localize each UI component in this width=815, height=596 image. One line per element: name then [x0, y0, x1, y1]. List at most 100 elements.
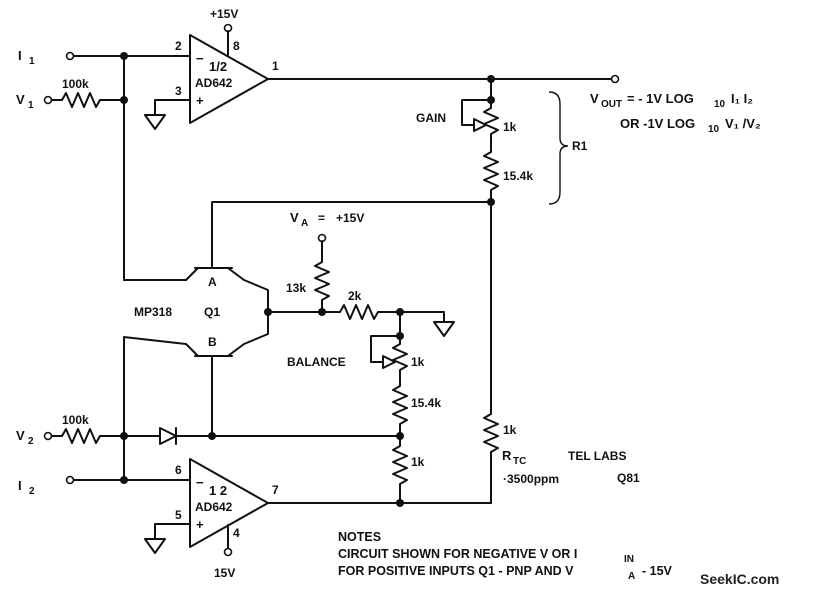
opamp-bottom-pin-inv: 6	[175, 463, 182, 477]
vout-terminal	[610, 74, 620, 84]
transistor-part-label: MP318	[134, 305, 172, 319]
notes-line1: CIRCUIT SHOWN FOR NEGATIVE V OR I	[338, 547, 577, 561]
vout-eq1-tail: I₁ I₂	[731, 91, 753, 106]
opamp-bottom-name: AD642	[195, 500, 233, 514]
resistor-1k-bottom-label: 1k	[411, 455, 425, 469]
wire-to-ground-mid	[399, 311, 445, 323]
input-i1-terminal	[65, 51, 75, 61]
opamp-top-minus: −	[196, 51, 204, 66]
q81-label: Q81	[617, 471, 640, 485]
resistor-1k-bottom	[392, 435, 408, 504]
opamp-bottom-plus: +	[196, 517, 204, 532]
diode	[159, 427, 177, 445]
q1b-emitter	[185, 343, 199, 357]
notes-line2-tail: - 15V	[642, 564, 673, 578]
opamp-bottom: − 1 2 AD642 + 6 5 7 4	[175, 458, 279, 548]
resistor-15k4-balance	[392, 377, 408, 437]
opamp-top-name: AD642	[195, 76, 233, 90]
input-v2-terminal	[43, 431, 53, 441]
supply-bottom-label: 15V	[214, 566, 235, 580]
wire-balance-wiper	[370, 335, 401, 363]
junction-i2	[120, 476, 128, 484]
notes-line1-sub: IN	[624, 554, 634, 565]
resistor-rtc-label: 1k	[503, 423, 517, 437]
opamp-top-part: 1/2	[209, 59, 227, 74]
q1b-collector	[227, 343, 245, 357]
gain-label: GAIN	[416, 111, 446, 125]
supply-top-label: +15V	[210, 7, 238, 21]
r1-label: R1	[572, 139, 588, 153]
vout-eq2-sub: 10	[708, 124, 720, 135]
vout-equation: V OUT = - 1V LOG 10 I₁ I₂ OR -1V LOG 10 …	[590, 91, 761, 135]
opamp-bottom-pin-supply: 4	[233, 526, 240, 540]
notes-line2: FOR POSITIVE INPUTS Q1 - PNP AND V	[338, 564, 574, 578]
notes-line2-sub: A	[628, 571, 635, 582]
tel-labs-label: TEL LABS	[568, 449, 626, 463]
va-eq: =	[318, 211, 325, 225]
resistor-r-in1	[61, 92, 101, 108]
resistor-rtc	[483, 201, 499, 504]
input-i2-sub: 2	[29, 486, 35, 497]
q1a-label: A	[208, 275, 217, 289]
resistor-15k4-top	[483, 141, 499, 203]
vout-v: V	[590, 91, 599, 106]
opamp-top-pin-inv: 2	[175, 39, 182, 53]
transistor-q1b: B	[185, 335, 245, 357]
resistor-balance-pot	[392, 335, 408, 379]
input-i1-sub: 1	[29, 56, 35, 67]
transistor-q1a: A	[185, 265, 245, 289]
resistor-15k4-top-label: 15.4k	[503, 169, 533, 183]
resistor-13k	[314, 240, 330, 313]
resistor-gain-pot	[483, 99, 499, 143]
input-i2-label: I	[18, 478, 22, 493]
gain-wiper-arrow	[473, 118, 487, 132]
q1a-collector	[227, 267, 245, 281]
ground-mid	[433, 321, 455, 337]
opamp-top-triangle	[189, 34, 269, 124]
opamp-bottom-part: 1 2	[209, 483, 227, 498]
input-i1-label: I	[18, 48, 22, 63]
resistor-15k4-balance-label: 15.4k	[411, 396, 441, 410]
q1a-emitter	[185, 267, 199, 281]
opamp-top-pin-supply: 8	[233, 39, 240, 53]
wire-bottom-noninv	[154, 523, 191, 540]
resistor-r-in1-label: 100k	[62, 77, 89, 91]
opamp-top: − 1/2 AD642 + 2 3 1 8	[175, 34, 279, 124]
resistor-r-in2-label: 100k	[62, 413, 89, 427]
input-v1-label: V	[16, 92, 25, 107]
resistor-2k-label: 2k	[348, 289, 362, 303]
vout-eq2: OR -1V LOG	[620, 116, 695, 131]
vout-eq1: = - 1V LOG	[627, 91, 694, 106]
opamp-bottom-minus: −	[196, 475, 204, 490]
input-v2-label: V	[16, 428, 25, 443]
resistor-13k-label: 13k	[286, 281, 306, 295]
opamp-bottom-pin-out: 7	[272, 483, 279, 497]
watermark: SeekIC.com	[700, 571, 779, 587]
opamp-top-pin-noninv: 3	[175, 84, 182, 98]
rtc-label: R	[502, 448, 512, 463]
supply-bottom-terminal	[223, 547, 233, 557]
wire-top-noninv	[154, 99, 191, 116]
rtc-coeff: ·3500ppm	[503, 472, 559, 486]
va-name: V	[290, 210, 299, 225]
transistor-ref-label: Q1	[204, 305, 220, 319]
ground-bottom-opamp	[144, 538, 166, 554]
opamp-top-plus: +	[196, 93, 204, 108]
q1b-label: B	[208, 335, 217, 349]
opamp-top-pin-out: 1	[272, 59, 279, 73]
notes-title: NOTES	[338, 530, 381, 544]
wire-q1b-emitter-top	[123, 336, 187, 421]
vout-eq1-sub: 10	[714, 99, 726, 110]
wire-gain-wiper	[461, 99, 492, 126]
vout-eq2-tail: V₁ /V₂	[725, 116, 761, 131]
resistor-2k	[321, 304, 401, 320]
resistor-balance-label: 1k	[411, 355, 425, 369]
junction-diode	[208, 432, 216, 440]
ground-top-opamp	[144, 114, 166, 130]
notes: NOTES CIRCUIT SHOWN FOR NEGATIVE V OR I …	[338, 530, 673, 582]
input-v1-terminal	[43, 95, 53, 105]
input-v1-sub: 1	[28, 100, 34, 111]
balance-wiper-arrow	[382, 355, 396, 369]
va-value: +15V	[336, 211, 364, 225]
